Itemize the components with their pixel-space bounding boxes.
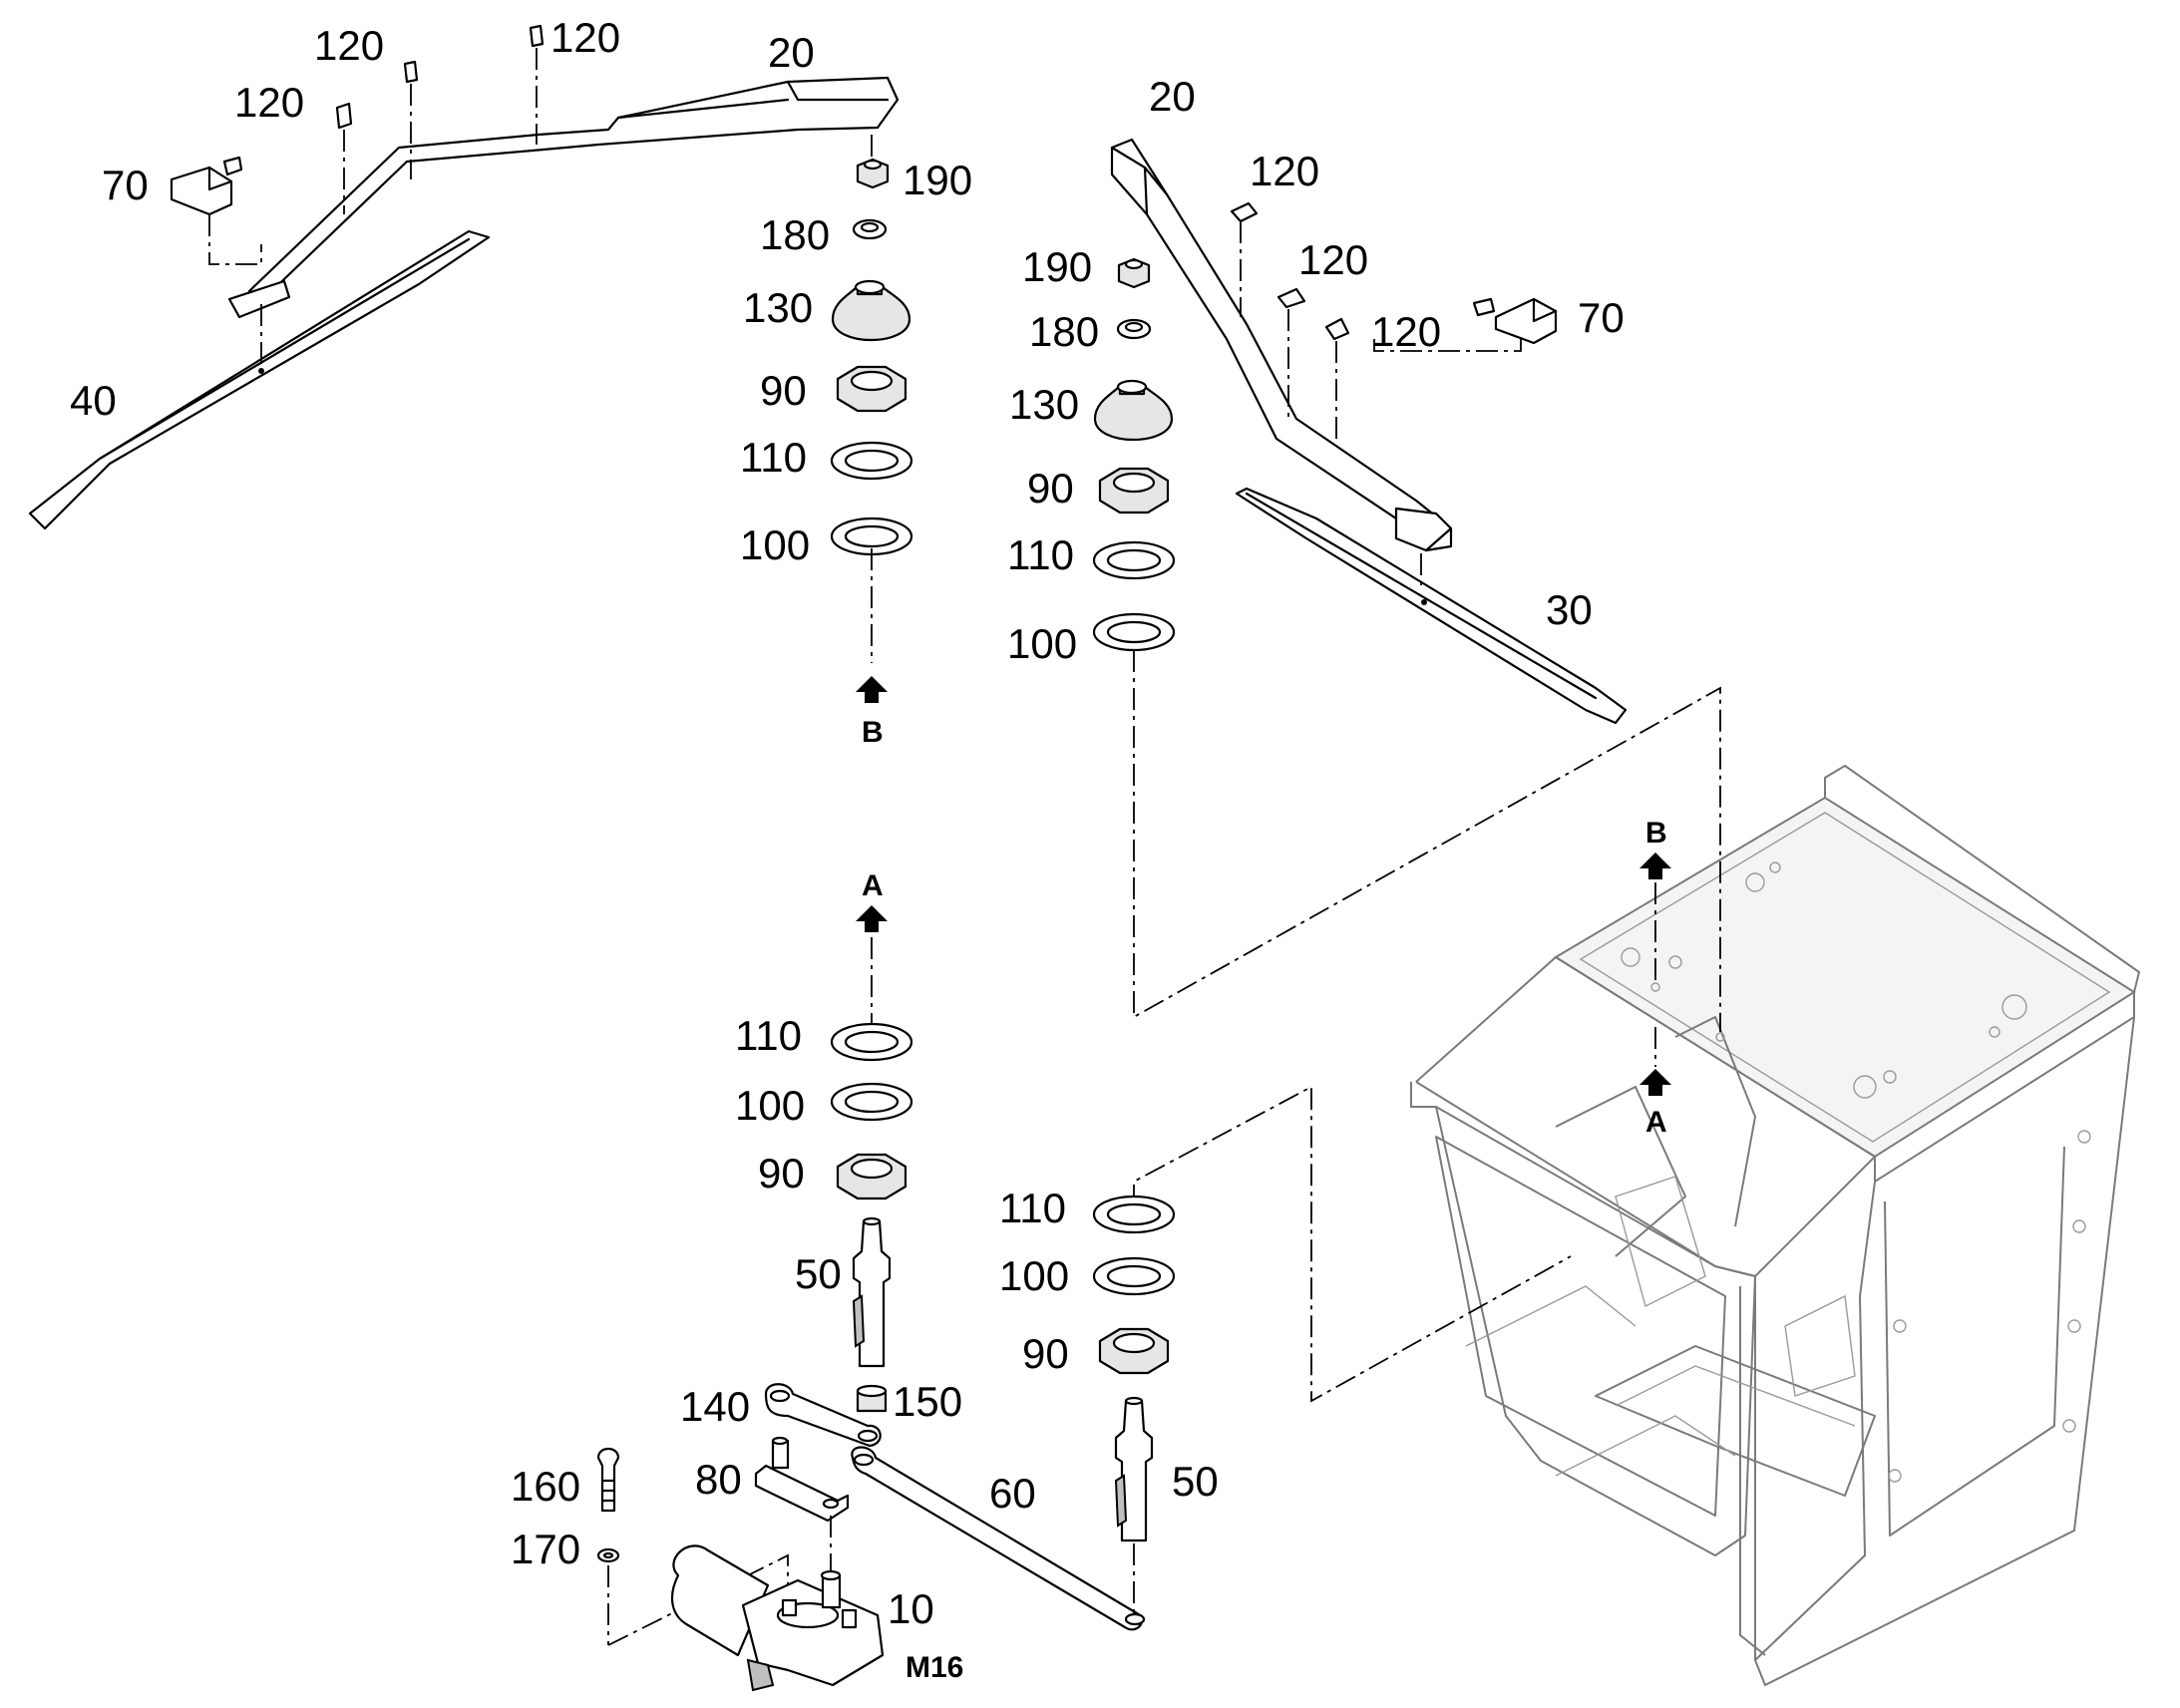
callout-20: 20 [768,29,815,76]
callout-120: 120 [234,79,304,126]
callout-110: 110 [999,1185,1066,1231]
callout-20: 20 [1149,73,1196,120]
callout-140: 140 [680,1383,750,1430]
hose-clip-icon [335,102,353,130]
hose-clip-icon [1276,287,1306,309]
hose-clip-icon [529,24,545,48]
arrow-up-icon [856,905,888,932]
bolt [596,1447,620,1513]
wiper-motor [670,1544,885,1692]
arrow-up-icon [856,676,888,703]
wiper-arm-right [1110,138,1453,552]
leader-line [1133,1085,1572,1403]
wiper-blade-left [28,229,491,530]
spindle-stack-upper-right [1092,257,1176,652]
callout-190: 190 [1022,243,1092,290]
motor-code: M16 [906,1651,963,1684]
callout-170: 170 [511,1526,580,1572]
callout-100: 100 [999,1252,1069,1299]
crank-lever [764,1383,882,1448]
callout-160: 160 [511,1463,580,1510]
callout-190: 190 [903,157,972,203]
callout-100: 100 [735,1082,805,1129]
reference-tags: B A B A M16 [862,716,1667,1684]
arrow-up-icon [1639,1069,1671,1096]
callout-labels: 20 120 120 120 70 40 190 180 130 90 110 … [70,14,1625,1632]
leader-line [208,214,262,265]
callout-80: 80 [695,1456,742,1503]
callout-120: 120 [314,22,384,69]
spindle-stack-lower-left [830,1022,913,1413]
callout-120: 120 [1371,308,1441,355]
callout-180: 180 [1029,308,1099,355]
callout-70: 70 [102,162,149,208]
callout-110: 110 [1007,531,1074,578]
drive-bracket [754,1436,850,1523]
wiper-arm-left [227,76,900,319]
ref-a: A [862,869,884,902]
link-rod [851,1446,1146,1631]
callout-60: 60 [989,1470,1036,1517]
hose-clip-icon [1230,201,1259,223]
callout-120: 120 [1298,236,1368,283]
callout-130: 130 [743,284,813,331]
callout-90: 90 [758,1150,805,1196]
callout-90: 90 [760,367,807,414]
callout-50: 50 [1172,1458,1219,1505]
callout-150: 150 [893,1378,962,1425]
hose-clip-icon [403,60,419,84]
wiper-blade-right [1235,487,1628,725]
spindle-stack-upper-left [830,158,913,556]
washer-nozzle-right [1472,297,1558,345]
callout-40: 40 [70,377,117,424]
leader-line [1373,337,1522,352]
callout-10: 10 [888,1585,934,1632]
spindle-stack-lower-right [1092,1195,1176,1542]
callout-90: 90 [1027,465,1074,512]
callout-30: 30 [1546,586,1593,633]
callout-70: 70 [1578,294,1625,341]
cab-frame [1410,765,2140,1686]
ref-b: B [1645,817,1667,850]
callout-110: 110 [740,434,807,481]
ref-a: A [1645,1106,1667,1139]
hose-clip-icon [1324,317,1350,341]
callout-100: 100 [740,521,810,568]
washer-nozzle-left [170,156,243,216]
callout-50: 50 [795,1250,842,1297]
callout-130: 130 [1009,381,1079,428]
arrow-up-icon [1639,853,1671,879]
callout-180: 180 [760,211,830,258]
callout-120: 120 [550,14,620,61]
callout-100: 100 [1007,620,1077,667]
callout-90: 90 [1022,1330,1069,1377]
leader-line [1133,650,1721,1032]
ref-b: B [862,716,884,749]
callout-120: 120 [1250,148,1319,194]
callout-110: 110 [735,1012,802,1059]
leader-line [607,1553,789,1646]
